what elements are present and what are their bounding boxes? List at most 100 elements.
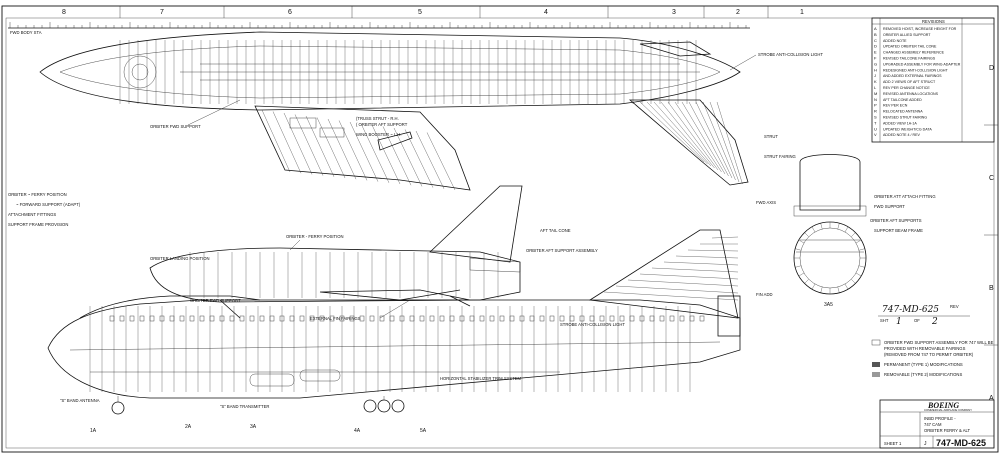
- revision-letter: R: [874, 109, 877, 114]
- label-strobe-upper: STROBE ANTI-COLLISION LIGHT: [758, 52, 823, 57]
- zone-letter-b: B: [989, 285, 994, 292]
- label-s-band-antenna: "S" BAND ANTENNA: [60, 398, 100, 403]
- section-mark-3a: 3A: [250, 424, 257, 430]
- label-orbiter-ferry-position: ORBITER - FERRY POSITION: [286, 234, 344, 239]
- revision-row: REVISED TAILCONE FAIRINGS: [883, 57, 936, 61]
- revision-row: AND ADDED EXTERNAL FAIRINGS: [883, 74, 942, 78]
- revision-letter: G: [874, 61, 877, 66]
- title-block-title-2: 747 CAM: [924, 422, 942, 427]
- legend-line-2: PROVIDED WITH REMOVABLE FAIRINGS: [884, 346, 966, 351]
- station-scale: [8, 22, 750, 29]
- zone-letter-d: D: [989, 65, 994, 72]
- section-mark-5a: 5A: [420, 428, 427, 434]
- note-ferry-position: ORBITER ~ FERRY POSITION: [8, 192, 67, 197]
- section-label-3a5: 3A5: [824, 302, 833, 308]
- section-view-3a5: 3A5 ORBITER ATT ATTACH FITTING FWD SUPPO…: [793, 154, 936, 308]
- fuselage-plan-outline: [39, 31, 741, 111]
- plan-view-747: ORBITER FWD SUPPORT (TRUSS STRUT - R.H. …: [10, 30, 823, 205]
- note-forward-support: ~ FORWARD SUPPORT (ADAPT): [16, 202, 81, 207]
- legend-line-1: ORBITER FWD SUPPORT ASSEMBLY FOR 747 WIL…: [884, 340, 994, 345]
- revision-letter: D: [874, 44, 877, 49]
- revision-row: ADDED VIEW 1A-1A: [883, 121, 917, 125]
- handwritten-of: OF: [914, 318, 920, 323]
- revision-letter: M: [874, 91, 877, 96]
- handwritten-sht: SHT: [880, 318, 889, 323]
- inner-border: [5, 17, 995, 449]
- zone-letters-right: D C B A: [989, 65, 994, 402]
- note-attachment-fittings: ATTACHMENT FITTINGS: [8, 212, 56, 217]
- title-block: BOEING COMMERCIAL AIRPLANE COMPANY INBD …: [879, 399, 995, 449]
- legend-notes: ORBITER FWD SUPPORT ASSEMBLY FOR 747 WIL…: [871, 339, 994, 377]
- zone-number-5: 5: [418, 9, 422, 16]
- note-support-frame: SUPPORT FRAME PROVISION: [8, 222, 68, 227]
- label-stabilizer-trim: HORIZONTAL STABILIZER TRIM SYSTEM: [440, 376, 522, 381]
- label-orbiter-fwd-support: ORBITER FWD SUPPORT: [150, 124, 201, 129]
- legend-line-3: (REMOVED FROM 747 TO PERMIT ORBITER): [884, 352, 974, 357]
- label-strobe-lower: STROBE ANTI-COLLISION LIGHT: [560, 322, 625, 327]
- revision-row: REVISED STRUT FAIRING: [883, 116, 927, 120]
- orbiter-body: [149, 247, 521, 303]
- zone-number-6: 6: [288, 9, 292, 16]
- revision-row: AFT TAILCONE ADDED: [883, 98, 922, 102]
- zone-number-7: 7: [160, 9, 164, 16]
- revision-row: ADDED NOTE: [883, 39, 907, 43]
- section-mark-1a: 1A: [90, 428, 97, 434]
- revision-row: UPGRADED ASSEMBLY FOR WING ADAPTER: [883, 62, 961, 66]
- zone-numbers-top: 8 7 6 5 4 3 2 1: [62, 9, 804, 16]
- zone-number-3: 3: [672, 9, 676, 16]
- revision-row: REMOVED HOIST, INCREASE HEIGHT FOR: [883, 27, 957, 31]
- label-strut-fairing: STRUT FAIRING: [764, 154, 796, 159]
- revision-row: ADDED NOTE 4 / REV: [883, 133, 921, 137]
- zone-number-2: 2: [736, 9, 740, 16]
- revision-letter: J: [874, 73, 876, 78]
- revision-letter: V: [874, 132, 877, 137]
- revision-letter: N: [874, 97, 877, 102]
- legend-item-permanent: PERMANENT (TYPE 1) MODIFICATIONS: [884, 362, 963, 367]
- handwritten-of-num: 2: [931, 317, 938, 327]
- vertical-fin-side: [588, 229, 739, 319]
- label-orbiter-landing-position: ORBITER LANDING POSITION: [150, 256, 210, 261]
- zone-number-4: 4: [544, 9, 548, 16]
- handwritten-notes: 747-MD-625 REV SHT 1 OF 2: [878, 304, 970, 327]
- orbiter-section-top: [799, 154, 861, 211]
- side-view-747: [47, 229, 741, 415]
- revision-letter: F: [874, 56, 877, 61]
- revision-row: REVISED ANTENNA LOCATIONS: [883, 92, 939, 96]
- zone-number-8: 8: [62, 9, 66, 16]
- revision-letter: K: [874, 79, 877, 84]
- revision-letter: H: [874, 67, 877, 72]
- handwritten-sht-num: 1: [896, 317, 902, 327]
- label-orbiter-aft-support: ( ORBITER AFT SUPPORT: [356, 122, 408, 127]
- legend-item-removable: REMOVABLE (TYPE 2) MODIFICATIONS: [884, 372, 962, 377]
- section-note-support-beam: SUPPORT BEAM FRAME: [874, 228, 923, 233]
- revision-row: RELOCATED ANTENNA: [883, 110, 923, 114]
- revision-letter: T: [874, 120, 877, 125]
- section-note-fwd-support: FWD SUPPORT: [874, 204, 905, 209]
- revision-letter: S: [874, 115, 877, 120]
- label-orbiter-aft-support-assembly: ORBITER AFT SUPPORT ASSEMBLY: [526, 248, 598, 253]
- revision-letter: C: [874, 38, 877, 43]
- title-block-drawing-number: 747-MD-625: [936, 438, 986, 448]
- section-note-aft-supports: ORBITER AFT SUPPORTS: [870, 218, 922, 223]
- revision-letter: B: [874, 32, 877, 37]
- section-mark-2a: 2A: [185, 424, 192, 430]
- revision-letter: E: [874, 50, 877, 55]
- label-wing-booster: WING BOOSTER ~ L.H.: [356, 132, 402, 137]
- label-truss-strut: (TRUSS STRUT - R.H.: [356, 116, 399, 121]
- revision-row: UPDATED WEIGHT/CG DATA: [883, 127, 932, 131]
- revision-letter: U: [874, 126, 877, 131]
- label-strut: STRUT: [764, 134, 778, 139]
- label-fwd-body-sta: FWD BODY STA: [10, 30, 42, 35]
- zone-ticks: [119, 6, 998, 346]
- revision-row: ADD 2 VIEWS OF AFT STRUCT: [883, 80, 936, 84]
- label-fwd-axis: FWD AXIS: [756, 200, 776, 205]
- revision-row: REDESIGNED ANTI-COLLISION LIGHT: [883, 68, 949, 72]
- label-fin-add: FIN ADD: [756, 292, 773, 297]
- orbiter-vertical-tail: [429, 185, 523, 263]
- revision-row: UPDATED ORBITER TAIL CONE: [883, 45, 937, 49]
- title-block-sub-company: COMMERCIAL AIRPLANE COMPANY: [924, 408, 972, 412]
- label-orbiter-fwd-support-side: ORBITER FWD SUPPORT: [190, 298, 241, 303]
- revision-row: CHANGED ASSEMBLY REFERENCE: [883, 51, 945, 55]
